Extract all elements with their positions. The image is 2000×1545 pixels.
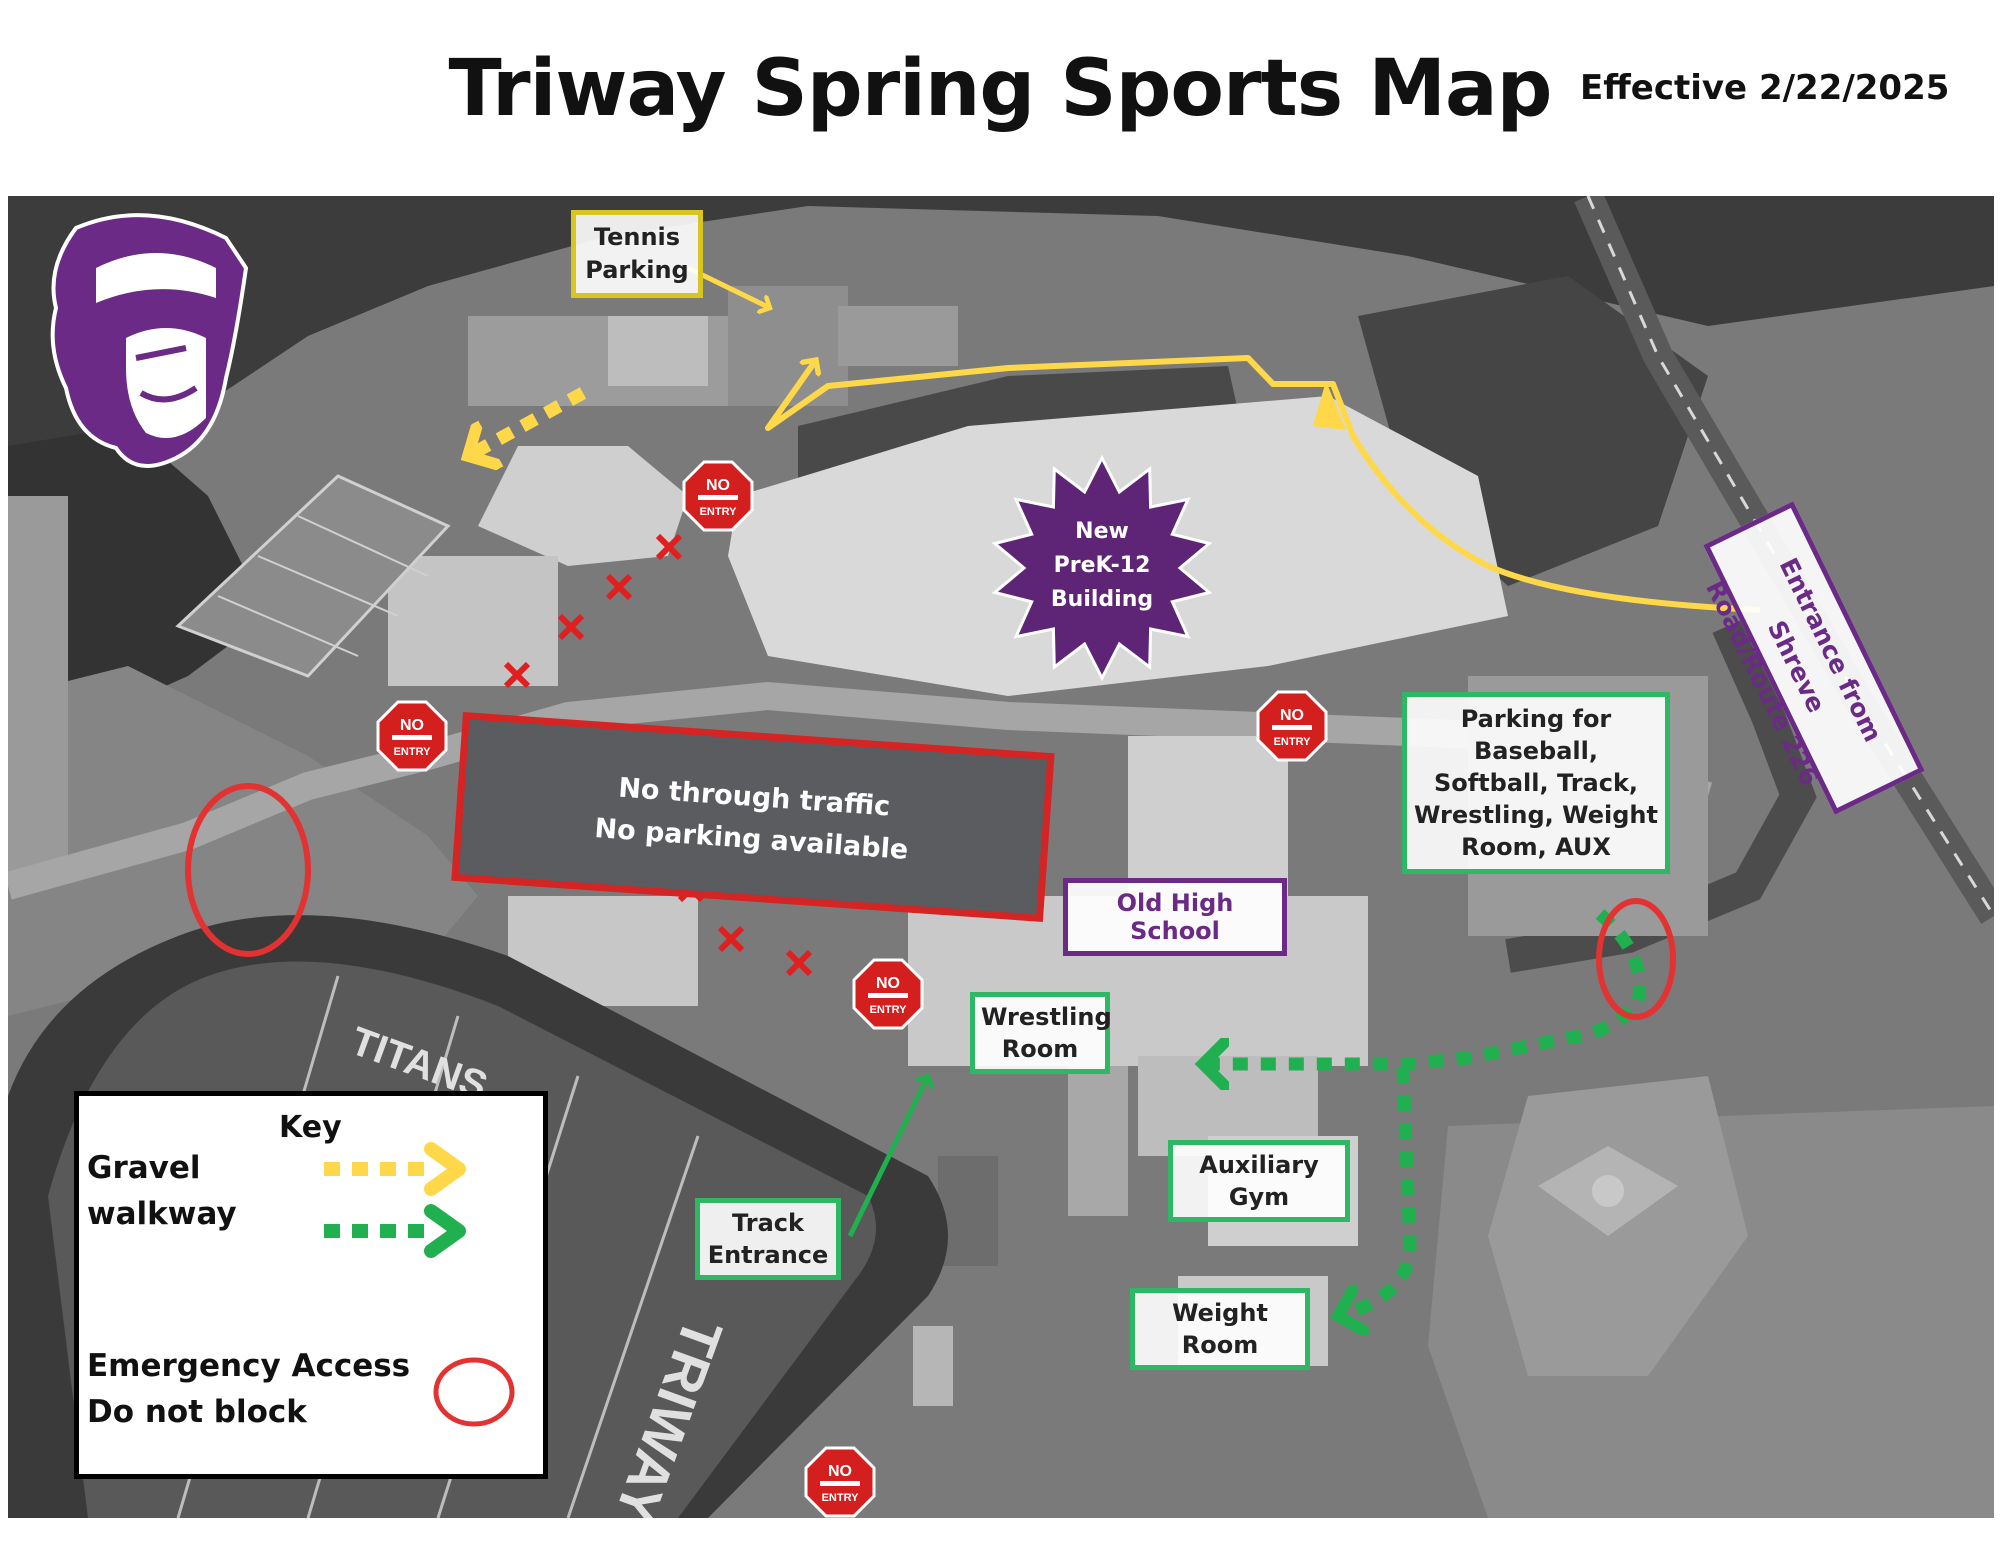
tennis-court-line [217, 595, 359, 657]
tennis-parking-line1: Tennis [593, 223, 681, 251]
helmet-crest [96, 253, 216, 303]
key-spacer [543, 1390, 545, 1392]
effective-date: Effective 2/22/2025 [1580, 68, 1950, 108]
main-campus-road [8, 681, 1713, 900]
no-entry-top: NO [706, 477, 730, 494]
emergency-access-east [1596, 898, 1676, 1020]
no-entry-top: NO [828, 1463, 852, 1480]
tennis-court-line [297, 515, 429, 577]
red-x-marker [717, 925, 745, 953]
no-entry-top: NO [1280, 707, 1304, 724]
no-entry-sign: NO ENTRY [804, 1446, 876, 1518]
key-symbols [324, 1142, 545, 1427]
yellow-gravel-walkway [468, 387, 587, 456]
tennis-parking-label: Tennis Parking [571, 210, 703, 298]
no-entry-bar [820, 1481, 860, 1486]
parking-baseball-label: Parking for Baseball, Softball, Track, W… [1402, 692, 1670, 874]
track-entrance-pointer [847, 1076, 928, 1238]
small-north-building [838, 306, 958, 366]
old-high-school-north [1128, 736, 1288, 906]
red-x-marker [605, 573, 633, 601]
no-entry-sign: NO ENTRY [1256, 690, 1328, 762]
east-driveway [1505, 619, 1817, 973]
no-entry-bottom: ENTRY [822, 1492, 860, 1504]
new-building-line3: Building [1051, 587, 1153, 612]
page-title: Triway Spring Sports Map [448, 44, 1553, 134]
west-field [8, 496, 68, 876]
emergency-access-west [185, 783, 311, 957]
new-building-line2: PreK-12 [1054, 553, 1151, 578]
no-traffic-panel [451, 712, 1055, 922]
no-entry-bottom: ENTRY [1274, 736, 1312, 748]
no-entry-sign: NO ENTRY [376, 700, 448, 772]
track-entrance-label: Track Entrance [695, 1198, 841, 1280]
old-high-school-label: Old High School [1063, 878, 1287, 956]
no-entry-sign: NO ENTRY [682, 460, 754, 532]
key-emergency-label: Emergency Access [87, 1348, 411, 1384]
weight-room-text: Weight Room [1172, 1299, 1268, 1359]
no-entry-top: NO [876, 975, 900, 992]
red-x-marker [503, 661, 531, 689]
aerial-map: TITANS TRIWAY No throug [8, 196, 1994, 1518]
weight-room-label: Weight Room [1130, 1288, 1310, 1370]
no-entry-top: NO [400, 717, 424, 734]
new-building-line1: New [1075, 519, 1129, 544]
key-gravel-label: Gravel [87, 1150, 201, 1186]
key-yellow-arrow-icon [424, 1142, 466, 1196]
parking-line4: Room, AUX [1461, 833, 1611, 861]
track-line1: Track [732, 1209, 804, 1237]
tennis-court-line [257, 555, 399, 617]
red-x-marker [655, 533, 683, 561]
no-entry-bar [392, 735, 432, 740]
wrestling-room-label: Wrestling Room [970, 992, 1112, 1074]
yellow-arrowhead [1313, 381, 1346, 430]
face-details [135, 345, 198, 403]
parking-line2: Softball, Track, [1433, 769, 1639, 797]
yard-line [566, 1135, 700, 1518]
yellow-driveway-route [765, 355, 1761, 613]
no-entry-bottom: ENTRY [394, 746, 432, 758]
storage-building [938, 1156, 998, 1266]
green-walkway-south [1338, 1067, 1417, 1316]
key-walkway-label: walkway [87, 1196, 237, 1232]
green-walkway-east [1203, 909, 1647, 1064]
no-entry-bottom: ENTRY [870, 1004, 908, 1016]
titan-mascot-logo [50, 213, 249, 468]
parking-line1: Parking for Baseball, [1460, 705, 1612, 765]
map-key: Key Gravel walkway Emergency Access Do n… [74, 1091, 548, 1479]
wrestling-line1: Wrestling [981, 1003, 1112, 1031]
west-building [388, 556, 558, 686]
red-x-marker [557, 613, 585, 641]
red-x-marker [785, 949, 813, 977]
old-high-school-text: Old High School [1116, 889, 1234, 945]
tennis-courts [175, 474, 451, 678]
parking-line3: Wrestling, Weight [1414, 801, 1658, 829]
tree-area-west [8, 426, 268, 736]
no-entry-bottom: ENTRY [700, 506, 738, 518]
no-entry-bar [698, 495, 738, 500]
auxiliary-gym-text: Auxiliary Gym [1199, 1151, 1319, 1211]
new-building-starburst: New PreK-12 Building [991, 454, 1213, 682]
no-through-traffic-box: No through traffic No parking available [451, 712, 1055, 922]
track-line2: Entrance [707, 1241, 829, 1269]
no-entry-bar [868, 993, 908, 998]
tennis-parking-line2: Parking [585, 256, 689, 284]
key-title: Key [279, 1110, 342, 1145]
auxiliary-gym-label: Auxiliary Gym [1168, 1140, 1350, 1222]
no-entry-bar [1272, 725, 1312, 730]
key-do-not-block-label: Do not block [87, 1394, 307, 1430]
wrestling-line2: Room [1001, 1035, 1079, 1063]
starburst-shape [991, 454, 1213, 682]
concession-building [913, 1326, 953, 1406]
no-entry-sign: NO ENTRY [852, 958, 924, 1030]
pitchers-mound [1592, 1175, 1624, 1207]
key-emergency-icon [433, 1357, 515, 1427]
garage-building [608, 316, 708, 386]
key-green-arrow-icon [424, 1204, 466, 1258]
octagon-building [478, 446, 688, 566]
